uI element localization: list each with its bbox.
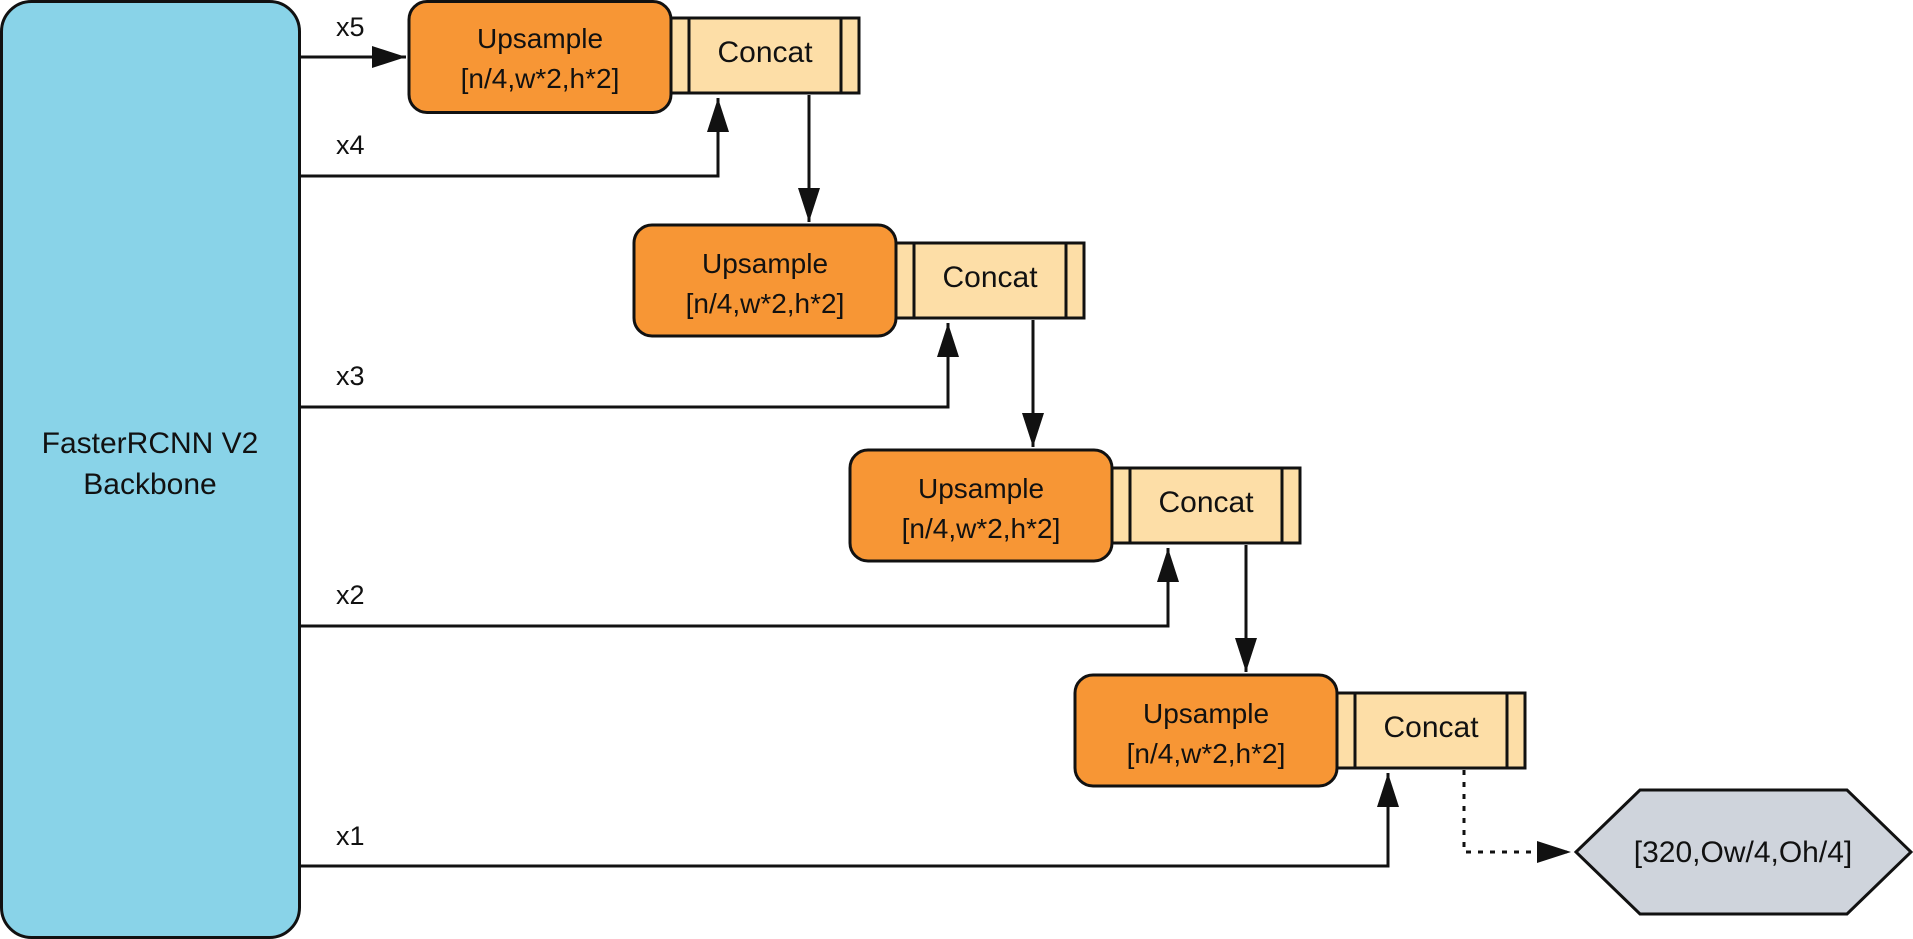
x4-connector xyxy=(300,98,729,178)
upsample-label: Upsample xyxy=(918,473,1044,504)
concat-label: Concat xyxy=(717,36,813,69)
feature-label-x4: x4 xyxy=(336,130,365,160)
upsample-block xyxy=(407,0,673,114)
concat-label: Concat xyxy=(1158,486,1254,519)
upsample-label: Upsample xyxy=(702,248,828,279)
feature-label-x5: x5 xyxy=(336,12,365,42)
feature-label-x2: x2 xyxy=(336,580,365,610)
upsample-block xyxy=(632,223,898,338)
stage-4: Upsample [n/4,w*2,h*2] Concat xyxy=(1073,673,1527,788)
output-block: [320,Ow/4,Oh/4] xyxy=(1573,788,1913,916)
stage-1: Upsample [n/4,w*2,h*2] Concat xyxy=(407,0,861,114)
concat-label: Concat xyxy=(942,261,1038,294)
output-label: [320,Ow/4,Oh/4] xyxy=(1634,836,1852,869)
output-connector xyxy=(1462,770,1571,863)
concat-block xyxy=(894,241,1086,320)
upsample-block xyxy=(848,448,1114,563)
concat-block xyxy=(1110,466,1302,545)
backbone-label-line1: FasterRCNN V2 xyxy=(42,427,259,460)
x3-connector xyxy=(300,323,959,409)
upsample-block xyxy=(1073,673,1339,788)
upsample-shape-label: [n/4,w*2,h*2] xyxy=(902,513,1061,544)
upsample-shape-label: [n/4,w*2,h*2] xyxy=(1127,738,1286,769)
backbone-block: FasterRCNN V2 Backbone xyxy=(0,0,301,939)
feature-label-x3: x3 xyxy=(336,361,365,391)
concat-label: Concat xyxy=(1383,711,1479,744)
x2-connector xyxy=(300,548,1179,628)
x1-connector xyxy=(300,773,1399,868)
stage-2: Upsample [n/4,w*2,h*2] Concat xyxy=(632,223,1086,338)
stage-3: Upsample [n/4,w*2,h*2] Concat xyxy=(848,448,1302,563)
upsample-shape-label: [n/4,w*2,h*2] xyxy=(686,288,845,319)
upsample-label: Upsample xyxy=(1143,698,1269,729)
backbone-label-line2: Backbone xyxy=(83,468,216,501)
upsample-label: Upsample xyxy=(477,23,603,54)
feature-label-x1: x1 xyxy=(336,821,365,851)
concat-block xyxy=(669,16,861,95)
concat-block xyxy=(1335,691,1527,770)
upsample-shape-label: [n/4,w*2,h*2] xyxy=(461,63,620,94)
